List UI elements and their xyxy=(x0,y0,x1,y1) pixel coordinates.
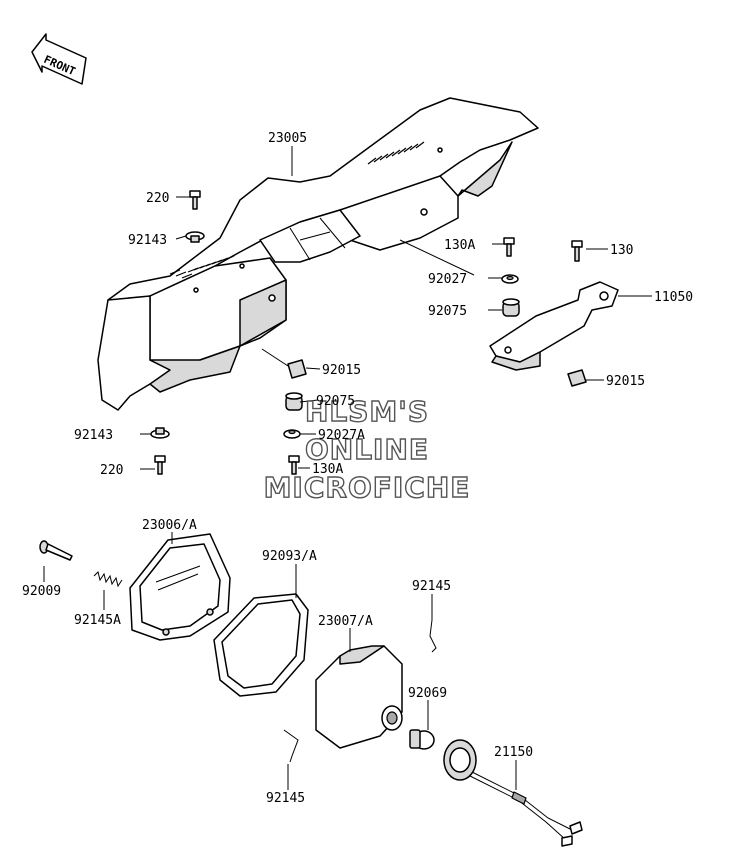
bulb-92069 xyxy=(409,729,435,750)
grommet-92143-top xyxy=(185,231,205,243)
watermark: HLSM'S ONLINE MICROFICHE xyxy=(263,394,471,504)
bolt-220-top xyxy=(189,190,201,210)
callout-21150: 21150 xyxy=(494,745,533,760)
callout-92145-top: 92145 xyxy=(412,579,451,594)
bolt-130 xyxy=(571,240,583,262)
callout-92075-right: 92075 xyxy=(428,304,467,319)
bolt-220-bottom xyxy=(154,455,166,475)
callout-130A-top: 130A xyxy=(444,238,475,253)
callout-11050: 11050 xyxy=(654,290,693,305)
callout-92075-mid: 92075 xyxy=(316,394,355,409)
mounting-bracket xyxy=(489,281,619,371)
watermark-line2: ONLINE xyxy=(305,433,429,466)
callout-92093A: 92093/A xyxy=(262,549,317,564)
sealed-beam-unit xyxy=(315,645,403,749)
grommet-92143-bottom xyxy=(150,427,170,439)
callout-92027: 92027 xyxy=(428,272,467,287)
spring-92145A xyxy=(93,571,123,588)
wiring-socket xyxy=(443,739,583,847)
callout-92145-bottom: 92145 xyxy=(266,791,305,806)
nut-92015-mid xyxy=(287,359,307,379)
front-arrow: FRONT xyxy=(31,33,87,85)
leader-lines xyxy=(43,146,652,790)
callout-92143-top: 92143 xyxy=(128,233,167,248)
callout-92145A: 92145A xyxy=(74,613,121,628)
callout-220-top: 220 xyxy=(146,191,169,206)
headlight-housing xyxy=(97,97,539,411)
rubber-gasket xyxy=(213,593,309,697)
washer-92027 xyxy=(501,274,519,284)
callout-92143-bottom: 92143 xyxy=(74,428,113,443)
watermark-line3: MICROFICHE xyxy=(264,471,471,504)
callout-92027A: 92027A xyxy=(318,428,365,443)
cushion-92075-mid xyxy=(285,392,303,411)
callout-130A-bottom: 130A xyxy=(312,462,343,477)
callout-130: 130 xyxy=(610,243,633,258)
callouts: 23005 220 92143 130A 130 92027 92075 110… xyxy=(22,131,693,806)
watermark-line1: HLSM'S xyxy=(305,395,429,428)
bolt-130A-bottom xyxy=(288,455,300,475)
callout-23007A: 23007/A xyxy=(318,614,373,629)
callout-92009: 92009 xyxy=(22,584,61,599)
callout-23005: 23005 xyxy=(268,131,307,146)
callout-23006A: 23006/A xyxy=(142,518,197,533)
screw-92009 xyxy=(39,540,73,561)
clip-92145-top xyxy=(429,619,437,653)
bolt-130A-top xyxy=(503,237,515,257)
clip-92145-bottom xyxy=(283,729,299,763)
washer-92027A xyxy=(283,429,301,439)
callout-92015-right: 92015 xyxy=(606,374,645,389)
headlight-rim xyxy=(129,533,231,641)
cushion-92075-right xyxy=(502,298,520,317)
callout-92069: 92069 xyxy=(408,686,447,701)
callout-220-bottom: 220 xyxy=(100,463,123,478)
nut-92015-right xyxy=(567,369,587,387)
callout-92015-mid: 92015 xyxy=(322,363,361,378)
